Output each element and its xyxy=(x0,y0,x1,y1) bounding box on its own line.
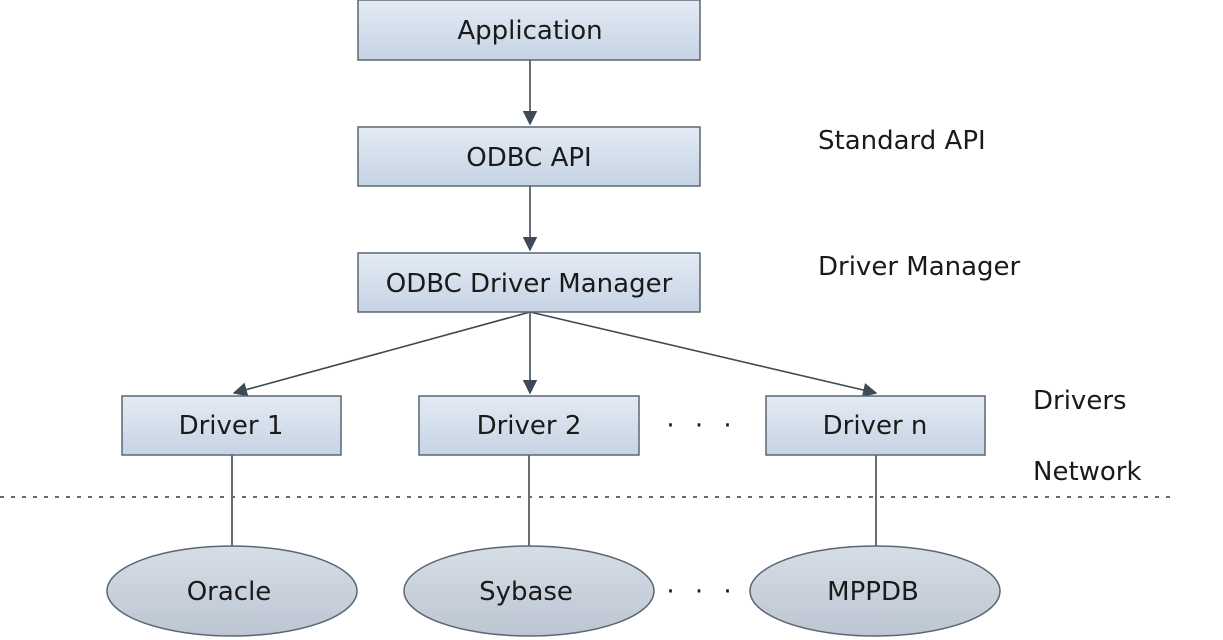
arrow-driver-manager-to-driver-n xyxy=(529,311,878,398)
driver-2-box: Driver 2 xyxy=(418,395,640,456)
layer-label-driver-manager: Driver Manager xyxy=(818,252,1021,282)
driver-2-label: Driver 2 xyxy=(477,411,582,441)
connectors xyxy=(231,60,878,547)
databases-ellipsis: · · · xyxy=(666,577,737,607)
driver-n-label: Driver n xyxy=(823,411,928,441)
drivers-ellipsis: · · · xyxy=(666,411,737,441)
sybase-database: Sybase xyxy=(403,545,655,637)
driver-manager-label: ODBC Driver Manager xyxy=(386,269,673,299)
mppdb-label: MPPDB xyxy=(827,577,919,607)
odbc-api-label: ODBC API xyxy=(466,143,591,173)
driver-1-label: Driver 1 xyxy=(179,411,284,441)
layer-label-network: Network xyxy=(1033,457,1142,487)
layer-label-drivers: Drivers xyxy=(1033,386,1127,416)
mppdb-database: MPPDB xyxy=(749,545,1001,637)
sybase-label: Sybase xyxy=(479,577,573,607)
oracle-label: Oracle xyxy=(187,577,272,607)
arrow-driver-manager-to-driver-1 xyxy=(232,311,531,397)
oracle-database: Oracle xyxy=(106,545,358,637)
odbc-api-box: ODBC API xyxy=(357,126,701,187)
layer-label-standard-api: Standard API xyxy=(818,126,986,156)
application-label: Application xyxy=(457,16,602,46)
application-box: Application xyxy=(357,0,701,61)
driver-n-box: Driver n xyxy=(765,395,986,456)
driver-manager-box: ODBC Driver Manager xyxy=(357,252,701,313)
driver-1-box: Driver 1 xyxy=(121,395,342,456)
